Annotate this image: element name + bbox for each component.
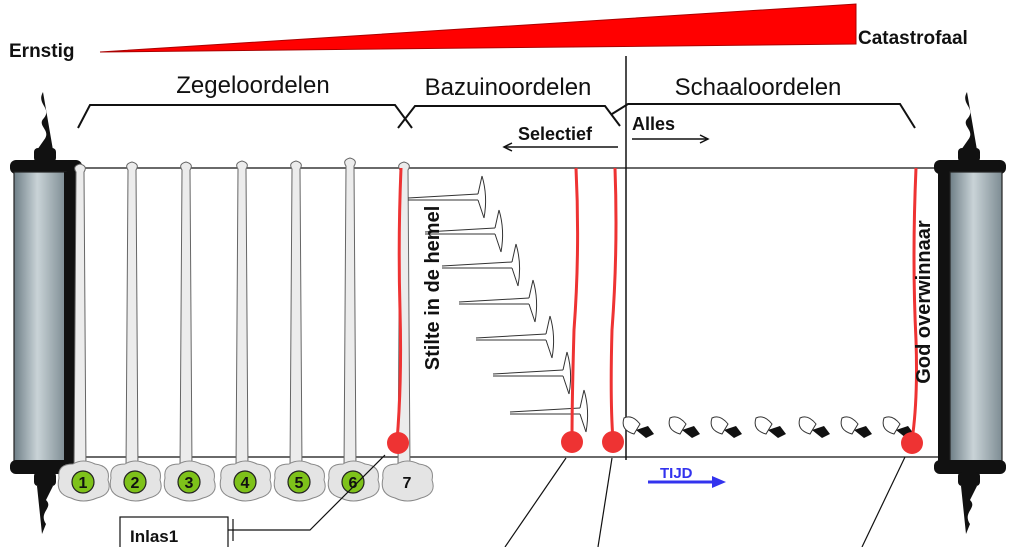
red-line-seven [395,167,403,442]
seal-strip-6 [343,157,357,471]
seal-strips [73,157,411,471]
red-dot-trumpet-a [561,431,583,453]
trumpet-7 [509,389,589,433]
seal-4: 4 [219,460,272,502]
seal-number: 1 [79,475,88,492]
seal-1: 1 [57,460,110,502]
seal-5: 5 [273,460,326,502]
red-line-god [910,167,918,441]
red-dot-trumpet-b [602,431,624,453]
group-brackets [77,103,916,129]
seal-number: 4 [241,475,250,492]
seal-strip-2 [125,161,139,471]
trumpets [407,175,589,433]
seal-blobs: 1 2 3 4 5 6 7 [57,460,434,502]
bowl-2 [668,416,700,438]
seal-number: 2 [131,475,140,492]
seal-number: 6 [349,475,358,492]
red-lines [395,167,918,442]
bowl-3 [710,416,742,438]
time-arrow-head [712,476,726,488]
bowls-title: Schaaloordelen [675,74,842,101]
right-scroll-roller [934,92,1006,534]
pointer-lines [228,454,906,547]
seal-number-badge [396,471,418,493]
seal-2: 2 [109,460,162,502]
seal-3: 3 [163,460,216,502]
trumpet-3 [441,243,521,287]
seal-strip-4 [235,160,249,471]
bowl-6 [840,416,872,438]
seal-number-badge [341,470,365,494]
seal-7: 7 [381,460,434,502]
scroll-sheet [78,167,942,458]
seals-title: Zegeloordelen [176,72,329,99]
seal-number-badge [233,470,257,494]
severity-wedge [99,3,857,53]
time-label: TIJD [660,465,693,482]
trumpet-4 [458,279,538,323]
trumpet-1 [407,175,487,219]
bowls [622,416,914,438]
red-line-trumpet-a [570,167,580,441]
all-label: Alles [632,114,675,134]
bowl-5 [798,416,830,438]
bowl-4 [754,416,786,438]
selective-label: Selectief [518,124,593,144]
red-line-trumpet-b [609,167,618,441]
seal-6: 6 [327,460,380,502]
severity-end-label: Catastrofaal [858,28,968,49]
inset-box [119,516,229,547]
trumpet-6 [492,351,572,395]
trumpet-5 [475,315,555,359]
seal-strip-3 [179,161,193,471]
red-dot-seven [387,432,409,454]
seal-number: 5 [295,475,304,492]
red-dot-god [901,432,923,454]
seal-number-badge [177,470,201,494]
left-scroll-roller [10,92,82,534]
trumpet-2 [424,209,504,253]
seal-number-badge [71,470,95,494]
scope-arrows [502,134,710,152]
trumpets-title: Bazuinoordelen [425,74,592,101]
seal-strip-1 [73,163,87,471]
seal-number-badge [123,470,147,494]
god-label: God overwinnaar [913,220,935,384]
bowl-1 [622,416,654,438]
seal-strip-5 [289,160,303,471]
seal-number-badge [287,470,311,494]
seal-number: 7 [403,475,412,492]
silence-label: Stilte in de hemel [422,206,444,370]
inset-label: Inlas1 [130,527,178,546]
seal-number: 3 [185,475,194,492]
severity-start-label: Ernstig [9,41,74,62]
